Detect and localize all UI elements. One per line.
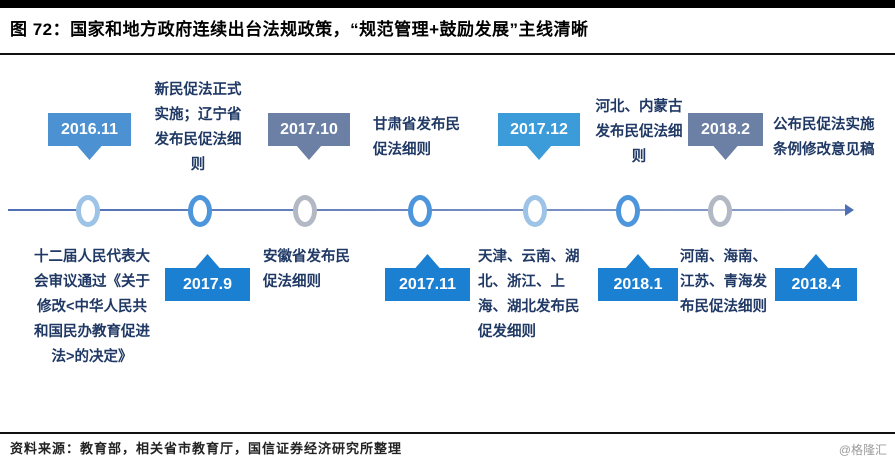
date-label: 2016.11 (61, 121, 118, 138)
timeline-node-2017-9 (188, 195, 212, 227)
timeline-node-2017-10 (293, 195, 317, 227)
figure-title: 图 72：国家和地方政府连续出台法规政策，“规范管理+鼓励发展”主线清晰 (10, 20, 589, 39)
date-label: 2017.9 (183, 276, 232, 293)
date-badge-2016-11: 2016.11 (48, 113, 131, 160)
badge-pointer-down-icon (526, 145, 552, 160)
date-badge-2017-11: 2017.11 (385, 254, 470, 301)
date-label: 2018.4 (791, 276, 841, 293)
date-label: 2017.10 (280, 121, 338, 138)
bottom-divider (0, 432, 895, 434)
title-divider (0, 53, 895, 55)
date-badge-2017-10: 2017.10 (268, 113, 350, 160)
date-badge-2018-4: 2018.4 (775, 254, 857, 301)
timeline-arrowhead-icon (845, 204, 854, 216)
badge-pointer-down-icon (296, 145, 322, 160)
date-badge-2018-1: 2018.1 (598, 254, 678, 301)
note-2016-11: 十二届人民代表大会审议通过《关于修改<中华人民共和国民办教育促进法>的决定》 (34, 249, 150, 365)
note-2018-2-bottom: 河南、海南、江苏、青海发布民促法细则 (680, 249, 767, 315)
date-label: 2018.1 (613, 276, 663, 293)
date-badge-2017-12: 2017.12 (498, 113, 580, 160)
date-label: 2017.11 (399, 276, 456, 293)
watermark: @格隆汇 (838, 443, 887, 457)
source-note: 资料来源：教育部，相关省市教育厅，国信证券经济研究所整理 (10, 441, 403, 456)
badge-pointer-up-icon (194, 254, 221, 269)
badge-pointer-up-icon (625, 254, 651, 269)
timeline-node-2018-2 (708, 195, 732, 227)
timeline-node-2016-11 (76, 195, 100, 227)
date-label: 2017.12 (510, 121, 568, 138)
timeline-node-2017-11 (408, 195, 432, 227)
badge-pointer-down-icon (76, 145, 103, 160)
timeline-node-2017-12 (523, 195, 547, 227)
badge-pointer-down-icon (712, 145, 739, 160)
note-2017-10: 甘肃省发布民促法细则 (373, 117, 460, 158)
note-2017-9: 新民促法正式实施；辽宁省发布民促法细则 (154, 82, 242, 173)
date-badge-2017-9: 2017.9 (165, 254, 250, 301)
top-divider-bar (0, 0, 895, 8)
date-badge-2018-2: 2018.2 (688, 113, 763, 160)
note-2017-10-bottom: 安徽省发布民促法细则 (263, 249, 350, 290)
date-label: 2018.2 (701, 121, 750, 138)
timeline-node-2018-1 (616, 195, 640, 227)
note-2017-12-top: 河北、内蒙古发布民促法细则 (595, 99, 683, 165)
note-2018-4-top: 公布民促法实施条例修改意见稿 (773, 117, 875, 158)
badge-pointer-up-icon (803, 254, 829, 269)
badge-pointer-up-icon (414, 254, 441, 269)
note-2017-12-bottom: 天津、云南、湖北、浙江、上海、湖北发布民促发细则 (478, 249, 580, 340)
